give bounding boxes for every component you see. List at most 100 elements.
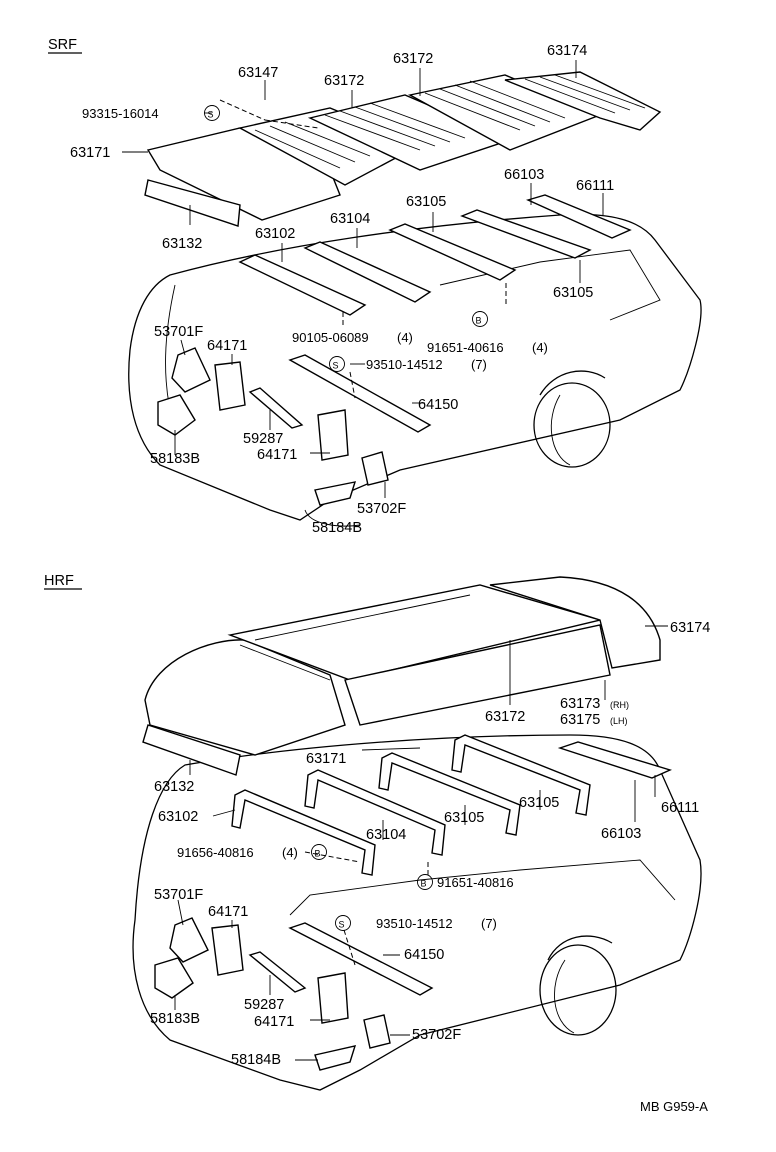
srf-label-53701f: 53701F <box>154 324 203 340</box>
srf-section: SRF <box>48 37 702 536</box>
hrf-bracket-66111 <box>557 741 673 779</box>
srf-part-58183b <box>157 394 196 436</box>
srf-heading: SRF <box>48 37 77 53</box>
srf-bow-63104 <box>303 241 432 303</box>
srf-s-symbol-2 <box>329 356 345 372</box>
hrf-label-63104: 63104 <box>366 827 406 843</box>
srf-label-64171-a: 64171 <box>207 338 247 354</box>
srf-bracket-66103 <box>525 194 632 239</box>
hrf-roof-rib-front <box>239 644 331 681</box>
hrf-roof-rib-center <box>254 594 471 641</box>
srf-label-90105-qty: (4) <box>397 330 413 345</box>
hrf-label-63105-a: 63105 <box>444 810 484 826</box>
srf-front-header <box>144 179 241 227</box>
srf-part-64171a <box>214 361 246 411</box>
hrf-part-59287 <box>248 951 307 993</box>
hrf-window-line <box>289 859 676 916</box>
hrf-label-53701f: 53701F <box>154 887 203 903</box>
hrf-bow-63105-b <box>451 734 591 816</box>
hrf-part-58183b <box>154 957 194 999</box>
hrf-label-93510-qty: (7) <box>481 916 497 931</box>
hrf-s-symbol-letter: S <box>339 920 345 930</box>
srf-label-63172-a: 63172 <box>324 73 364 89</box>
srf-s-symbol-2-letter: S <box>333 361 339 371</box>
hrf-label-64150: 64150 <box>404 947 444 963</box>
srf-s-symbol-1-letter: S <box>208 110 214 120</box>
hrf-label-66111: 66111 <box>661 800 699 816</box>
srf-label-53702f: 53702F <box>357 501 406 517</box>
srf-label-64150: 64150 <box>418 397 458 413</box>
srf-label-64171-b: 64171 <box>257 447 297 463</box>
srf-label-63172-b: 63172 <box>393 51 433 67</box>
srf-part-64171b <box>317 409 349 461</box>
srf-label-93510-14512: 93510-14512 <box>366 357 443 372</box>
srf-label-63102: 63102 <box>255 226 295 242</box>
srf-bow-63105a <box>388 223 517 281</box>
hrf-roof-rear-63174 <box>489 576 661 669</box>
srf-wheel-arch <box>539 370 606 396</box>
srf-label-93510-qty: (7) <box>471 357 487 372</box>
srf-roof-ribs <box>254 74 646 169</box>
hrf-wheel <box>539 944 617 1036</box>
srf-label-66111: 66111 <box>576 178 614 194</box>
hrf-wheel-inner <box>554 959 575 1034</box>
srf-wheel <box>533 382 611 468</box>
hrf-b-symbol-1 <box>311 844 327 860</box>
hrf-label-91656-qty: (4) <box>282 845 298 860</box>
srf-label-63105-a: 63105 <box>406 194 446 210</box>
srf-label-59287: 59287 <box>243 431 283 447</box>
srf-label-63104: 63104 <box>330 211 370 227</box>
srf-label-63132: 63132 <box>162 236 202 252</box>
hrf-label-66103: 66103 <box>601 826 641 842</box>
srf-label-91651-40616: 91651-40616 <box>427 340 504 355</box>
srf-wheel-inner <box>550 394 571 466</box>
hrf-label-63175-side: (LH) <box>610 716 628 726</box>
hrf-b-symbol-2-letter: B <box>421 879 427 889</box>
srf-part-59287 <box>248 387 304 429</box>
hrf-label-63132: 63132 <box>154 779 194 795</box>
hrf-bow-63105-a <box>378 752 521 836</box>
srf-label-63174: 63174 <box>547 43 587 59</box>
hrf-label-64171-a: 64171 <box>208 904 248 920</box>
diagram-code: MB G959-A <box>640 1099 708 1114</box>
hrf-part-58184b <box>314 1045 357 1071</box>
srf-label-63171: 63171 <box>70 145 110 161</box>
hrf-b-symbol-2 <box>417 874 433 890</box>
hrf-rail-64150 <box>288 922 434 996</box>
hrf-label-93510-14512: 93510-14512 <box>376 916 453 931</box>
srf-label-58183b: 58183B <box>150 451 200 467</box>
hrf-label-63174: 63174 <box>670 620 710 636</box>
hrf-part-64171b <box>317 972 349 1024</box>
hrf-label-91656-40816: 91656-40816 <box>177 845 254 860</box>
srf-leader-lines <box>122 60 604 527</box>
srf-label-91651-qty: (4) <box>532 340 548 355</box>
hrf-b-symbol-1-letter: B <box>315 849 321 859</box>
hrf-label-58184b: 58184B <box>231 1052 281 1068</box>
hrf-heading: HRF <box>44 573 74 589</box>
hrf-front-header <box>142 724 241 776</box>
hrf-bow-63104 <box>304 769 446 856</box>
srf-bow-63105b <box>460 209 592 259</box>
hrf-label-63171: 63171 <box>306 751 346 767</box>
hrf-label-53702f: 53702F <box>412 1027 461 1043</box>
srf-label-66103: 66103 <box>504 167 544 183</box>
hrf-label-63172: 63172 <box>485 709 525 725</box>
hrf-label-63102: 63102 <box>158 809 198 825</box>
hrf-label-58183b: 58183B <box>150 1011 200 1027</box>
srf-label-58184b: 58184B <box>312 520 362 536</box>
srf-label-63105-b: 63105 <box>553 285 593 301</box>
hrf-section: HRF <box>44 573 710 1091</box>
srf-label-63147: 63147 <box>238 65 278 81</box>
hrf-s-symbol <box>335 915 351 931</box>
srf-bow-63102 <box>238 254 367 316</box>
srf-part-53702f <box>361 451 389 486</box>
hrf-part-53701f <box>169 917 209 963</box>
hrf-label-91651-40816: 91651-40816 <box>437 875 514 890</box>
hrf-wheel-arch <box>547 935 613 961</box>
srf-s-symbol-1 <box>204 105 220 121</box>
srf-label-90105-06089: 90105-06089 <box>292 330 369 345</box>
hrf-part-64171a <box>211 924 244 976</box>
srf-label-93315-16014: 93315-16014 <box>82 106 159 121</box>
srf-part-58184b <box>314 481 357 506</box>
